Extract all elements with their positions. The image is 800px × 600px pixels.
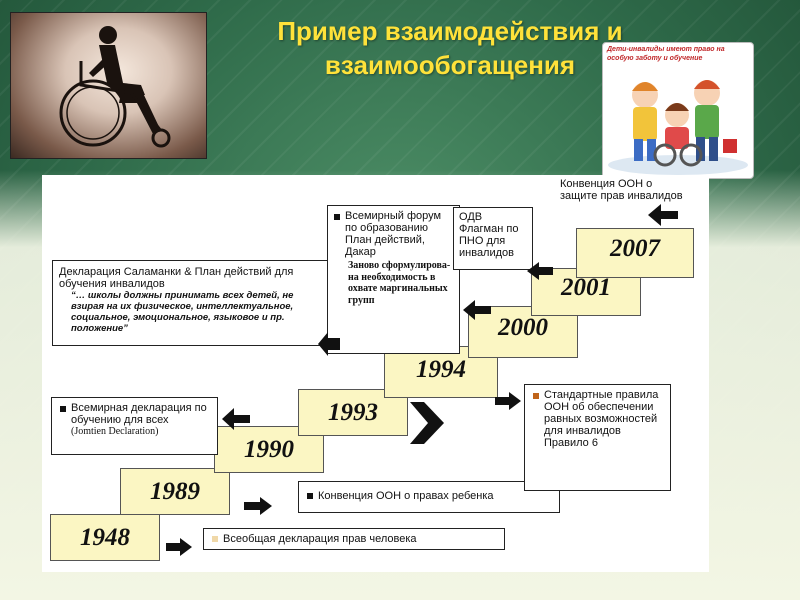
- children-poster: Дети-инвалиды имеют право на особую забо…: [602, 42, 754, 179]
- year-1990: 1990: [214, 426, 324, 473]
- bullet: [334, 214, 340, 220]
- year-1989: 1989: [120, 468, 230, 515]
- salamanca-label: Декларация Саламанки & План действий для…: [59, 266, 294, 290]
- year-2007: 2007: [576, 228, 694, 278]
- salamanca-box: Декларация Саламанки & План действий для…: [52, 260, 331, 346]
- crc-label: Конвенция ООН о правах ребенка: [318, 490, 494, 502]
- arrow-right-icon: [244, 497, 272, 515]
- standard-rules-label: Стандартные правила ООН об обеспечении р…: [544, 389, 659, 437]
- dakar-note: Заново сформулирова-на необходимость в о…: [348, 260, 451, 306]
- year-1948: 1948: [50, 514, 160, 561]
- arrow-left-icon: [648, 204, 678, 226]
- page-title: Пример взаимодействия и взаимообогащения: [277, 16, 623, 80]
- salamanca-quote: “… школы должны принимать всех детей, не…: [71, 290, 294, 334]
- arrow-right-icon: [495, 392, 521, 410]
- bullet: [212, 536, 218, 543]
- poster-caption: Дети-инвалиды имеют право на особую забо…: [607, 46, 725, 62]
- jomtien-label: Всемирная декларация по обучению для все…: [71, 402, 207, 426]
- flagship-label: ОДВ Флагман по ПНО для инвалидов: [459, 211, 519, 259]
- flagship-box: ОДВ Флагман по ПНО для инвалидов: [453, 207, 533, 270]
- dakar-box: Всемирный форум по образованию План дейс…: [327, 205, 460, 354]
- udhr-label: Всеобщая декларация прав человека: [223, 533, 417, 545]
- udhr-box: Всеобщая декларация прав человека: [203, 528, 505, 550]
- convention-box: Конвенция ООН о защите прав инвалидов: [558, 178, 694, 218]
- bullet: [60, 406, 66, 412]
- arrow-left-icon: [527, 262, 553, 280]
- arrow-left-icon: [463, 300, 491, 320]
- crc-box: Конвенция ООН о правах ребенка: [298, 481, 560, 513]
- arrow-up-left-icon: [318, 332, 340, 356]
- wheelchair-photo: [10, 12, 207, 159]
- arrow-left-icon: [222, 408, 250, 430]
- bullet: [533, 393, 539, 399]
- arrow-down-right-icon: [410, 402, 444, 444]
- bullet: [307, 493, 313, 500]
- jomtien-box: Всемирная декларация по обучению для все…: [51, 397, 218, 455]
- standard-rules-note: Правило 6: [544, 437, 598, 449]
- arrow-right-icon: [166, 538, 192, 556]
- convention-label: Конвенция ООН о защите прав инвалидов: [560, 178, 683, 202]
- dakar-label: Всемирный форум по образованию План дейс…: [345, 210, 442, 258]
- jomtien-note: (Jomtien Declaration): [71, 426, 159, 437]
- standard-rules-box: Стандартные правила ООН об обеспечении р…: [524, 384, 671, 491]
